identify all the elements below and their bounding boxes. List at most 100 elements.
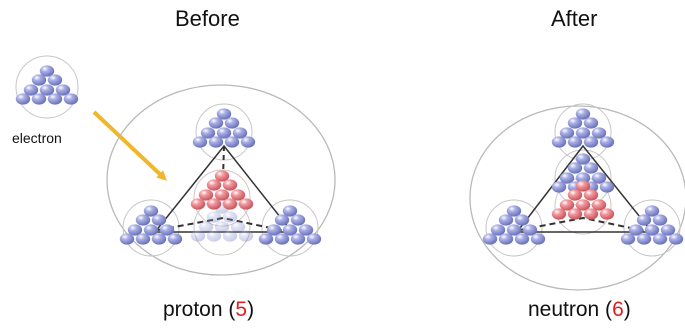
neutron-caption-prefix: neutron ( [528,298,613,321]
proton-caption-prefix: proton ( [163,298,236,321]
blue-sphere [208,136,224,148]
blue-sphere [47,74,63,86]
blue-sphere [240,136,256,148]
blue-sphere [222,211,238,223]
blue-sphere [238,230,254,242]
blue-sphere [159,224,175,236]
blue-sphere [660,224,676,236]
blue-sphere [39,84,55,96]
blue-sphere [559,172,575,184]
blue-sphere [575,108,591,120]
blue-sphere [47,93,63,105]
neutron-count: 6 [612,298,624,321]
blue-sphere [224,136,240,148]
red-sphere [599,208,615,220]
electron-label: electron [12,130,62,146]
blue-sphere [506,205,522,217]
blue-sphere [23,84,39,96]
blue-sphere [599,136,615,148]
neutron-dashed-base [519,216,651,233]
red-sphere [222,198,238,210]
blue-sphere [266,224,282,236]
blue-sphere [583,117,599,129]
blue-sphere [567,136,583,148]
red-sphere [583,208,599,220]
blue-sphere [506,224,522,236]
proton-left-cluster [119,205,183,245]
free-electron-spheres [15,65,79,105]
blue-sphere [258,233,274,245]
blue-sphere [530,233,546,245]
red-sphere [198,189,214,201]
blue-sphere [63,93,79,105]
blue-sphere [282,224,298,236]
neutron-left-cluster [482,205,546,245]
neutron-diagram [469,103,685,291]
proton-right-spheres [258,205,322,245]
neutron-outer-shell [469,105,685,291]
red-sphere [559,199,575,211]
blue-sphere [652,214,668,226]
blue-sphere [55,84,71,96]
before-heading: Before [175,6,240,31]
neutron-core-spheres [551,180,615,220]
blue-sphere [135,214,151,226]
free-electron-cluster [15,55,79,119]
blue-sphere [232,127,248,139]
blue-sphere [559,127,575,139]
blue-sphere [583,162,599,174]
incoming-arrow [92,110,167,181]
blue-sphere [620,233,636,245]
blue-sphere [39,65,55,77]
red-sphere [214,170,230,182]
blue-sphere [567,162,583,174]
blue-sphere [628,224,644,236]
blue-sphere [208,117,224,129]
blue-sphere [167,233,183,245]
free-electron-shell [15,55,79,119]
proton-diagram [106,84,336,276]
blue-sphere [551,181,567,193]
proton-left-shell [122,199,180,257]
proton-top-cluster [192,108,256,148]
blue-sphere [274,233,290,245]
blue-sphere [298,224,314,236]
proton-outer-shell [106,84,336,276]
proton-dashed-base [157,216,291,233]
neutron-caption-suffix: ) [623,298,631,321]
neutron-top-cluster [551,108,615,148]
blue-sphere [522,224,538,236]
proton-right-shell [261,199,319,257]
red-sphere [567,189,583,201]
blue-sphere [192,136,208,148]
blue-sphere [498,214,514,226]
blue-sphere [206,211,222,223]
red-sphere [190,198,206,210]
blue-sphere [200,127,216,139]
blue-sphere [636,214,652,226]
red-sphere [206,198,222,210]
blue-sphere [216,108,232,120]
blue-sphere [198,221,214,233]
blue-sphere [514,233,530,245]
blue-sphere [575,172,591,184]
proton-core-cluster [190,170,254,210]
red-sphere [238,198,254,210]
red-sphere [583,189,599,201]
red-sphere [222,179,238,191]
blue-sphere [668,233,684,245]
blue-sphere [290,214,306,226]
proton-caption-suffix: ) [247,298,255,321]
blue-sphere [151,214,167,226]
blue-sphere [644,205,660,217]
blue-sphere [31,93,47,105]
red-sphere [575,180,591,192]
after-heading: After [551,6,598,31]
neutron-right-shell [623,199,681,257]
neutron-left-shell [485,199,543,257]
neutron-right-cluster [620,205,684,245]
red-sphere [230,189,246,201]
red-sphere [214,189,230,201]
blue-sphere [490,224,506,236]
